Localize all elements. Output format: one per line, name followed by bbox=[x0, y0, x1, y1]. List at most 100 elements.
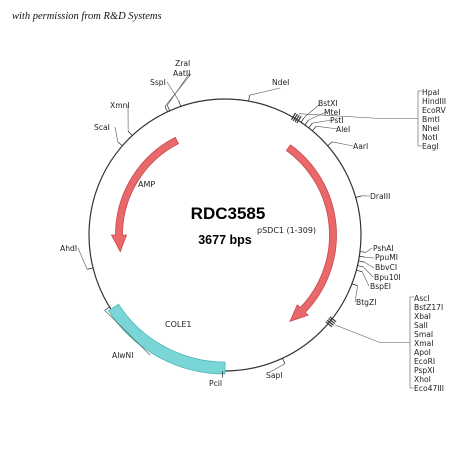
site-label-mtei[interactable]: MteI bbox=[324, 108, 340, 117]
site-label-bstxi[interactable]: BstXI bbox=[318, 99, 338, 108]
site-tick-psti bbox=[308, 122, 313, 129]
site-cluster-leader bbox=[334, 324, 410, 343]
site-label-pshai[interactable]: PshAI bbox=[373, 244, 394, 253]
site-ticks-layer bbox=[77, 73, 422, 389]
site-label-aari[interactable]: AarI bbox=[353, 142, 368, 151]
site-leader-bspei bbox=[361, 271, 370, 287]
site-leader-ahdi bbox=[77, 247, 88, 270]
features-layer bbox=[107, 136, 337, 375]
site-label-ppumi[interactable]: PpuMI bbox=[375, 253, 398, 262]
site-leader-ndei bbox=[249, 87, 281, 96]
site-leader-sapi bbox=[269, 363, 286, 373]
plasmid-name: RDC3585 bbox=[191, 204, 266, 223]
site-tick-sapi bbox=[282, 358, 286, 364]
site-tick-sspi bbox=[178, 100, 182, 107]
site-label-bpu10i[interactable]: Bpu10I bbox=[374, 273, 401, 282]
site-label-hindiii[interactable]: HindIII bbox=[422, 97, 446, 106]
site-tick-bpu10i bbox=[357, 265, 364, 268]
site-label-aatii[interactable]: AatII bbox=[173, 69, 190, 78]
site-label-eagi[interactable]: EagI bbox=[422, 142, 439, 151]
site-label-bbvci[interactable]: BbvCI bbox=[375, 263, 397, 272]
site-cluster-leader bbox=[298, 113, 418, 119]
site-leader-aari bbox=[332, 141, 354, 147]
amp-label: AMP bbox=[138, 180, 155, 189]
site-label-sapi[interactable]: SapI bbox=[266, 371, 283, 380]
site-group-top-right: HpaI HindIII EcoRV BmtI NheI NotI EagI bbox=[422, 88, 446, 151]
site-label-alwni[interactable]: AlwNI bbox=[112, 351, 133, 360]
site-label-apoi[interactable]: ApoI bbox=[414, 348, 431, 357]
site-tick-xmni bbox=[127, 130, 133, 136]
psdc1-feature-arrow[interactable] bbox=[285, 144, 337, 322]
site-label-xmni[interactable]: XmnI bbox=[110, 101, 130, 110]
site-label-noti[interactable]: NotI bbox=[422, 133, 438, 142]
site-cluster-tick bbox=[290, 112, 297, 121]
site-tick-draiii bbox=[355, 195, 362, 198]
site-tick-aari bbox=[327, 141, 333, 147]
site-label-psti[interactable]: PstI bbox=[330, 116, 344, 125]
site-label-xhoi[interactable]: XhoI bbox=[414, 375, 431, 384]
site-label-bmti[interactable]: BmtI bbox=[422, 115, 440, 124]
site-tick-ppumi bbox=[359, 255, 366, 258]
site-tick-ahdi bbox=[87, 267, 94, 270]
plasmid-size: 3677 bps bbox=[198, 233, 252, 247]
site-tick-btgzi bbox=[351, 283, 358, 287]
site-tick-bspei bbox=[356, 269, 363, 273]
site-tick-bbvci bbox=[358, 260, 365, 263]
site-tick-alwni bbox=[104, 306, 110, 311]
site-tick-alei bbox=[312, 125, 317, 132]
psdc1-label: pSDC1 (1-309) bbox=[257, 226, 316, 235]
site-group-bottom-right: AscI BstZ17I XbaI SalI SmaI XmaI ApoI Ec… bbox=[414, 294, 444, 393]
site-leader-ppumi bbox=[365, 256, 375, 259]
site-cluster-tick bbox=[292, 113, 298, 122]
site-label-bstz17i[interactable]: BstZ17I bbox=[414, 303, 443, 312]
site-leader-alei bbox=[316, 125, 339, 130]
site-label-pcii[interactable]: PciI bbox=[209, 379, 222, 388]
site-label-asci[interactable]: AscI bbox=[414, 294, 430, 303]
site-cluster-tick bbox=[326, 319, 334, 326]
site-leader-scai bbox=[114, 126, 119, 142]
site-label-sali[interactable]: SalI bbox=[414, 321, 428, 330]
site-tick-ndei bbox=[248, 95, 251, 102]
site-tick-aatii bbox=[166, 105, 171, 111]
site-leader-sspi bbox=[166, 81, 180, 101]
site-label-alei[interactable]: AleI bbox=[336, 125, 350, 134]
site-cluster-bracket bbox=[417, 90, 422, 147]
site-tick-mtei bbox=[304, 119, 309, 126]
site-leader-pshai bbox=[365, 247, 373, 253]
site-label-scai[interactable]: ScaI bbox=[94, 123, 110, 132]
site-label-xmai[interactable]: XmaI bbox=[414, 339, 434, 348]
site-tick-zrai bbox=[164, 106, 168, 112]
site-label-smai[interactable]: SmaI bbox=[414, 330, 433, 339]
site-leader-mtei bbox=[308, 111, 327, 121]
site-cluster-tick bbox=[328, 318, 336, 325]
site-label-ndei[interactable]: NdeI bbox=[272, 78, 289, 87]
cole1-label: COLE1 bbox=[165, 320, 191, 329]
site-label-draiii[interactable]: DraIII bbox=[370, 192, 390, 201]
site-leader-bbvci bbox=[364, 261, 375, 269]
site-leader-btgzi bbox=[354, 285, 358, 303]
amp-feature-arrow[interactable] bbox=[110, 136, 180, 253]
site-label-ahdi[interactable]: AhdI bbox=[60, 244, 77, 253]
site-label-hpai[interactable]: HpaI bbox=[422, 88, 439, 97]
site-cluster-top-right bbox=[290, 90, 422, 147]
site-label-bspei[interactable]: BspEI bbox=[370, 282, 391, 291]
site-label-ecori[interactable]: EcoRI bbox=[414, 357, 435, 366]
site-cluster-tick bbox=[294, 114, 300, 123]
site-cluster-bottom-right bbox=[325, 296, 414, 389]
site-label-zrai[interactable]: ZraI bbox=[175, 59, 190, 68]
site-label-btgzi[interactable]: BtgZI bbox=[356, 298, 376, 307]
site-leader-psti bbox=[312, 119, 333, 124]
site-label-xbai[interactable]: XbaI bbox=[414, 312, 431, 321]
site-cluster-tick bbox=[325, 321, 333, 328]
site-label-ecorv[interactable]: EcoRV bbox=[422, 106, 446, 115]
site-label-pspxi[interactable]: PspXI bbox=[414, 366, 435, 375]
site-tick-pshai bbox=[359, 251, 366, 253]
site-tick-bstxi bbox=[300, 117, 305, 123]
site-label-sspi[interactable]: SspI bbox=[150, 78, 166, 87]
site-label-nhei[interactable]: NheI bbox=[422, 124, 439, 133]
site-label-eco47iii[interactable]: Eco47III bbox=[414, 384, 444, 393]
site-leader-alwni bbox=[104, 310, 151, 356]
cole1-feature[interactable] bbox=[107, 303, 226, 375]
site-leader-aatii bbox=[166, 73, 190, 106]
